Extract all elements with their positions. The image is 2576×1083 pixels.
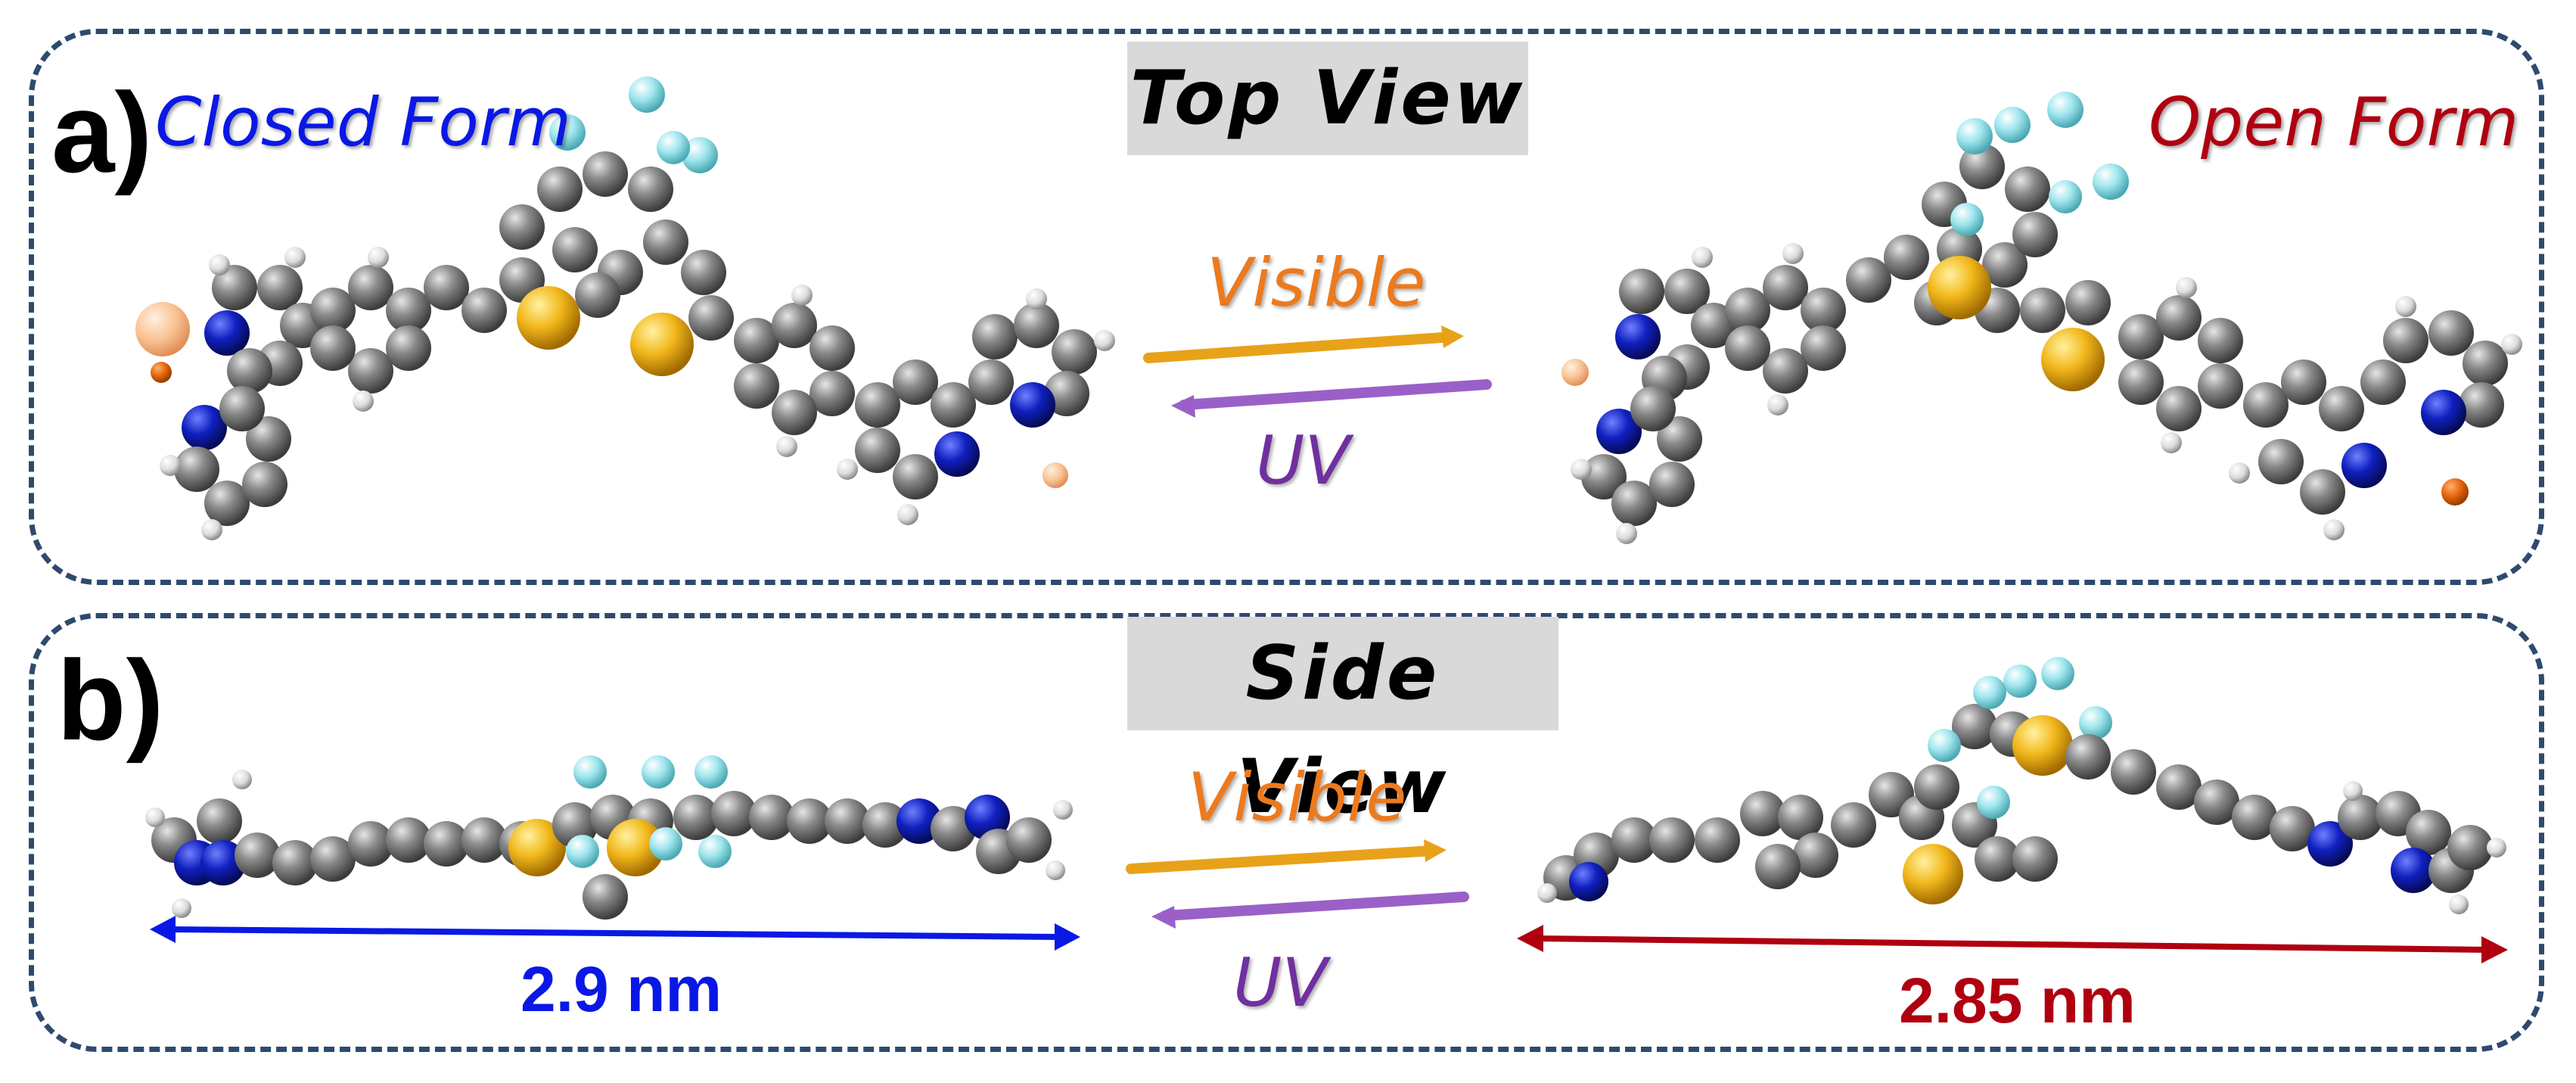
open-length-label: 2.85 nm (1899, 965, 2136, 1036)
uv-label-side: UV (1233, 944, 1328, 1022)
open-length-arrow (1517, 925, 2508, 963)
panel-a-letter: a) (51, 69, 153, 196)
visible-arrow-top (1143, 325, 1464, 363)
counter-ion-icon (135, 302, 190, 356)
panel-a-frame (29, 29, 2544, 585)
closed-length-arrow (150, 916, 1080, 951)
panel-b-letter: b) (57, 636, 164, 764)
side-view-title: Side View (1127, 617, 1558, 830)
uv-arrow-side (1151, 892, 1469, 929)
panel-b-frame (29, 613, 2544, 1052)
visible-arrow-side (1126, 839, 1446, 874)
closed-form-molecule-side (145, 755, 1073, 920)
open-form-molecule-side (1537, 657, 2506, 914)
closed-form-label: Closed Form (155, 83, 571, 161)
uv-arrow-top (1171, 379, 1492, 418)
uv-label-top: UV (1256, 422, 1350, 499)
visible-label-top: Visible (1207, 244, 1426, 322)
open-form-molecule-top (1561, 92, 2522, 544)
open-form-label: Open Form (2149, 83, 2519, 161)
visible-label-side: Visible (1188, 758, 1407, 836)
closed-form-molecule-top (135, 76, 1115, 540)
top-view-title: Top View (1127, 42, 1528, 155)
closed-length-label: 2.9 nm (520, 954, 722, 1025)
